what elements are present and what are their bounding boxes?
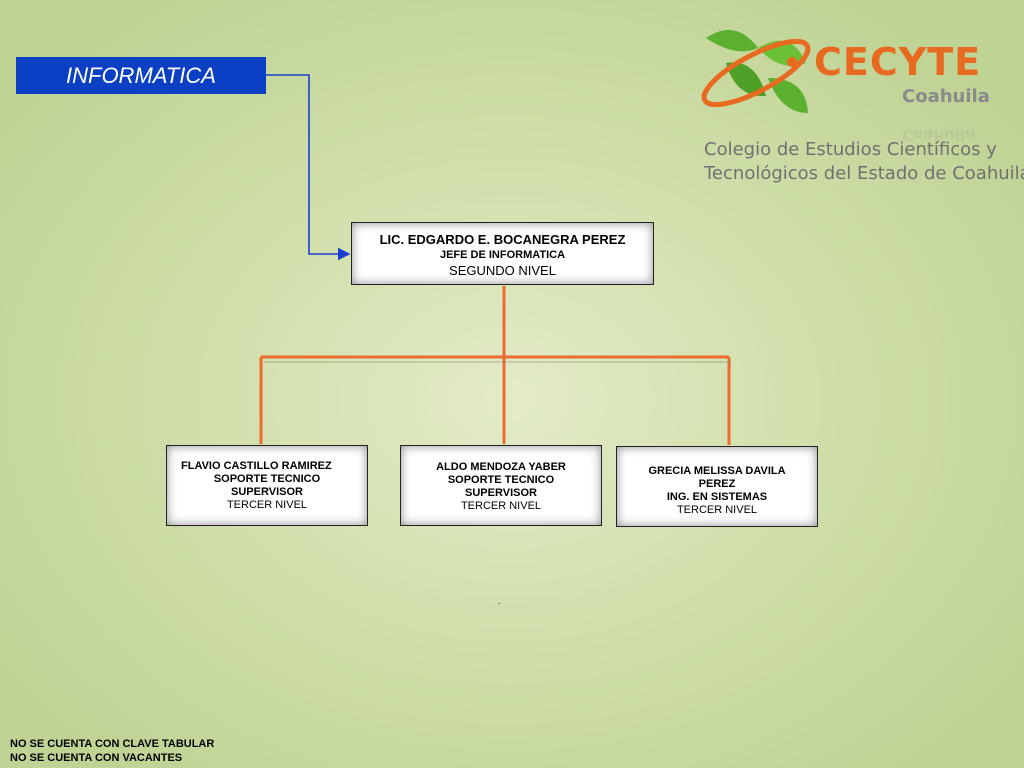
org-node-child-3: GRECIA MELISSA DAVILA PEREZ ING. EN SIST… [616,446,818,527]
child-line-2: SOPORTE TECNICO [447,474,555,486]
org-node-child-2: ALDO MENDOZA YABER SOPORTE TECNICO SUPER… [400,445,602,526]
note-item: NO SE CUENTA CON CLAVE TABULAR [10,738,215,750]
org-node-root: LIC. EDGARDO E. BOCANEGRA PEREZ JEFE DE … [351,222,654,285]
root-level: SEGUNDO NIVEL [449,263,556,278]
note-item: NO SE CUENTA CON VACANTES [10,752,183,764]
root-role: JEFE DE INFORMATICA [439,249,566,261]
child-line-3: ING. EN SISTEMAS [666,491,768,503]
org-node-child-1: FLAVIO CASTILLO RAMIREZ SOPORTE TECNICO … [166,445,368,526]
child-line-3: SUPERVISOR [231,486,303,498]
child-level: TERCER NIVEL [226,499,308,511]
tree-connector [259,286,731,445]
child-name: GRECIA MELISSA DAVILA [648,465,786,477]
child-name: FLAVIO CASTILLO RAMIREZ [181,460,332,472]
child-line-3: SUPERVISOR [465,487,537,499]
cecyte-logo: CECYTE Coahuila Coahuila Colegio de Estu… [696,18,1024,188]
child-name: ALDO MENDOZA YABER [436,461,566,473]
cecyte-emblem-icon [701,30,811,113]
institution-name: Colegio de Estudios Científicos y Tecnol… [704,139,1024,184]
root-name: LIC. EDGARDO E. BOCANEGRA PEREZ [379,232,626,247]
section-title-text: INFORMATICA [66,62,216,88]
brand-region: Coahuila [902,86,990,107]
brand-name: CECYTE [814,40,982,84]
footer-notes: NO SE CUENTA CON CLAVE TABULAR NO SE CUE… [10,737,214,765]
stray-dot: . [498,596,501,607]
child-level: TERCER NIVEL [460,500,542,512]
section-title: INFORMATICA [16,57,266,94]
child-line-2: PEREZ [698,478,736,490]
child-line-2: SOPORTE TECNICO [213,473,321,485]
title-to-root-connector [266,74,351,261]
child-level: TERCER NIVEL [676,504,758,516]
